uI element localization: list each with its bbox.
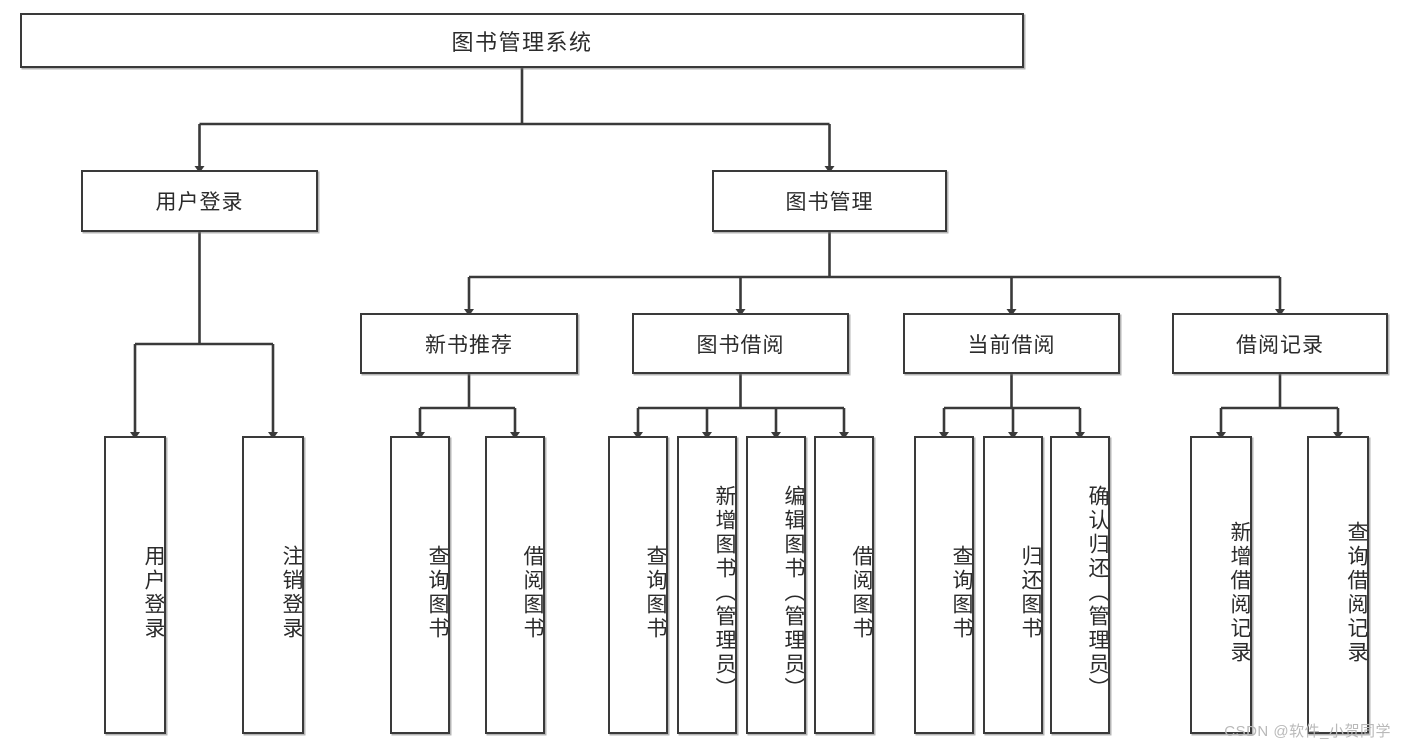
node-leaf-query-borrow-record[interactable]: 查询借阅记录 [1307, 436, 1369, 734]
node-leaf-query-book-rec[interactable]: 查询图书 [390, 436, 450, 734]
node-label: 注销登录 [280, 545, 303, 641]
node-leaf-borrow-book-bb[interactable]: 借阅图书 [814, 436, 874, 734]
node-current-borrow[interactable]: 当前借阅 [903, 313, 1120, 374]
node-leaf-add-book-admin[interactable]: 新增图书（管理员） [677, 436, 737, 734]
node-label: 新书推荐 [425, 333, 513, 357]
node-label: 新增借阅记录 [1228, 521, 1251, 665]
node-leaf-user-login[interactable]: 用户登录 [104, 436, 166, 734]
node-book-manage[interactable]: 图书管理 [712, 170, 947, 232]
node-leaf-borrow-book-rec[interactable]: 借阅图书 [485, 436, 545, 734]
node-new-book-rec[interactable]: 新书推荐 [360, 313, 578, 374]
node-leaf-return-book[interactable]: 归还图书 [983, 436, 1043, 734]
node-root[interactable]: 图书管理系统 [20, 13, 1024, 68]
node-label: 查询图书 [644, 545, 667, 641]
node-label: 借阅图书 [521, 545, 544, 641]
node-leaf-query-book-cb[interactable]: 查询图书 [914, 436, 974, 734]
node-label: 新增图书（管理员） [713, 485, 736, 701]
node-label: 编辑图书（管理员） [782, 485, 805, 701]
node-label: 查询图书 [426, 545, 449, 641]
node-label: 用户登录 [155, 191, 244, 214]
node-label: 图书管理系统 [451, 29, 593, 55]
node-leaf-add-borrow-record[interactable]: 新增借阅记录 [1190, 436, 1252, 734]
node-label: 查询借阅记录 [1345, 521, 1368, 665]
csdn-watermark: CSDN @软件_小贺同学 [1224, 723, 1391, 740]
node-book-borrow[interactable]: 图书借阅 [632, 313, 849, 374]
node-label: 当前借阅 [967, 333, 1056, 357]
node-label: 图书管理 [785, 191, 874, 214]
node-label: 归还图书 [1019, 545, 1042, 641]
node-label: 用户登录 [142, 545, 165, 641]
node-label: 图书借阅 [696, 333, 785, 357]
node-label: 借阅图书 [850, 545, 873, 641]
node-label: 借阅记录 [1236, 333, 1324, 357]
node-leaf-edit-book-admin[interactable]: 编辑图书（管理员） [746, 436, 806, 734]
node-leaf-query-book-bb[interactable]: 查询图书 [608, 436, 668, 734]
node-leaf-user-logout[interactable]: 注销登录 [242, 436, 304, 734]
node-borrow-record[interactable]: 借阅记录 [1172, 313, 1388, 374]
node-label: 查询图书 [950, 545, 973, 641]
node-leaf-confirm-return-admin[interactable]: 确认归还（管理员） [1050, 436, 1110, 734]
node-label: 确认归还（管理员） [1086, 485, 1109, 701]
node-user-login[interactable]: 用户登录 [81, 170, 318, 232]
